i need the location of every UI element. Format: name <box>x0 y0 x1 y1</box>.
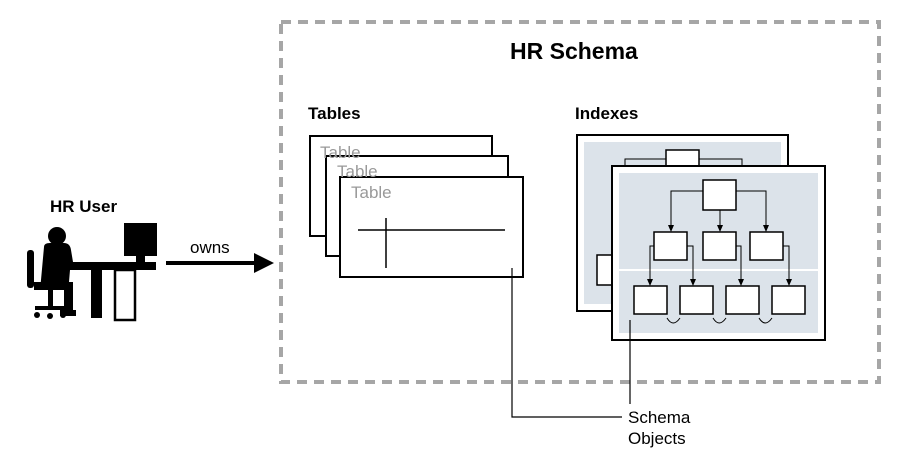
schema-boundary <box>279 20 881 384</box>
index-tree-icon <box>633 179 806 324</box>
user-label: HR User <box>50 197 118 216</box>
schema-objects-line-2: Objects <box>628 429 686 448</box>
tables-label: Tables <box>308 104 361 123</box>
schema-objects-callout <box>511 268 631 418</box>
schema-objects-line-1: Schema <box>628 408 691 427</box>
indexes-label: Indexes <box>575 104 639 123</box>
table-card-front <box>339 176 524 278</box>
table-grid-icon <box>358 218 505 268</box>
table-card-label: Table <box>351 183 392 202</box>
schema-title: HR Schema <box>510 38 638 64</box>
table-card-label: Table <box>320 143 361 162</box>
user-icon <box>27 223 157 322</box>
owns-label: owns <box>190 238 230 257</box>
table-card-label: Table <box>337 162 378 181</box>
owns-arrow-icon <box>166 253 274 273</box>
schema-objects-label: Schema Objects <box>628 407 690 449</box>
